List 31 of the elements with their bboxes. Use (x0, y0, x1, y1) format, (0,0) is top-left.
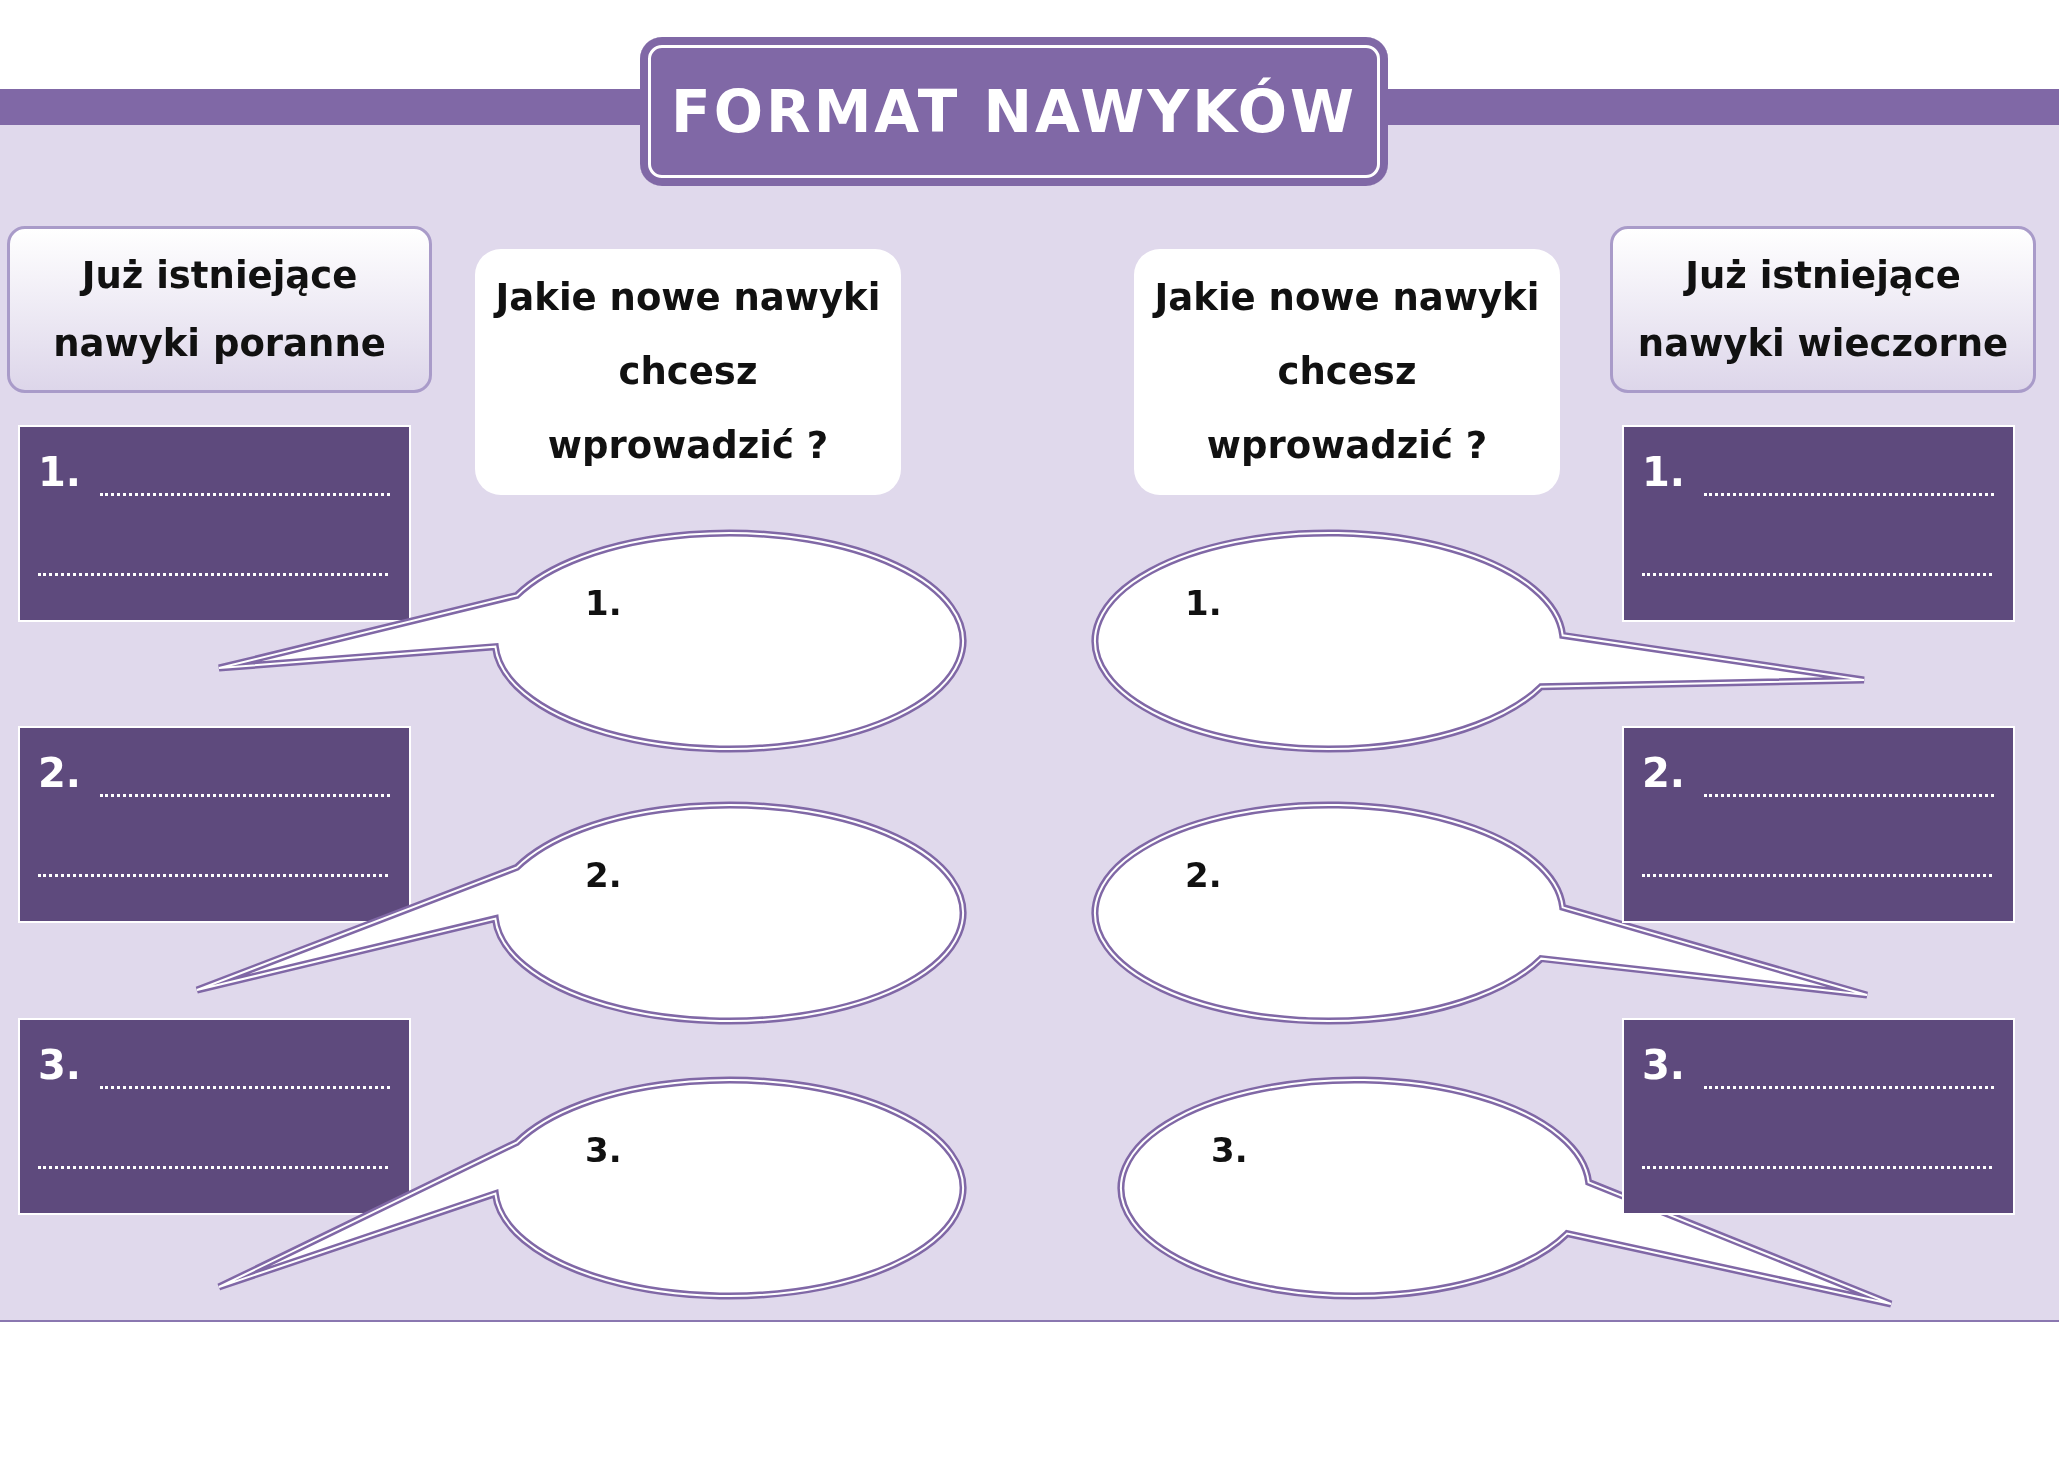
item-number: 1. (585, 583, 622, 623)
question-text: Jakie nowe nawyki chcesz wprowadzić ? (495, 275, 881, 469)
habit-card (18, 1018, 411, 1215)
item-number: 3. (38, 1042, 82, 1088)
header-text: Już istniejące nawyki wieczorne (1636, 252, 2010, 367)
habit-card (1622, 726, 2015, 923)
speech-bubble (193, 801, 967, 1025)
speech-bubble (1091, 801, 1871, 1025)
question-card (1134, 249, 1560, 495)
item-number: 1. (1642, 449, 1686, 495)
speech-bubble (215, 529, 967, 753)
header-text: Już istniejące nawyki poranne (52, 252, 387, 367)
item-number: 3. (585, 1130, 622, 1170)
habit-card (18, 425, 411, 622)
habit-card (1622, 425, 2015, 622)
item-number: 2. (1185, 855, 1222, 895)
habit-card (18, 726, 411, 923)
question-text: Jakie nowe nawyki chcesz wprowadzić ? (1154, 275, 1540, 469)
speech-bubble (215, 1076, 967, 1300)
item-number: 1. (38, 449, 82, 495)
item-number: 3. (1211, 1130, 1248, 1170)
item-number: 2. (585, 855, 622, 895)
question-card (475, 249, 901, 495)
item-number: 3. (1642, 1042, 1686, 1088)
item-number: 2. (1642, 750, 1686, 796)
column-header (7, 226, 432, 393)
column-header (1610, 226, 2036, 393)
item-number: 2. (38, 750, 82, 796)
title: FORMAT NAWYKÓW (671, 77, 1357, 146)
item-number: 1. (1185, 583, 1222, 623)
habit-card (1622, 1018, 2015, 1215)
